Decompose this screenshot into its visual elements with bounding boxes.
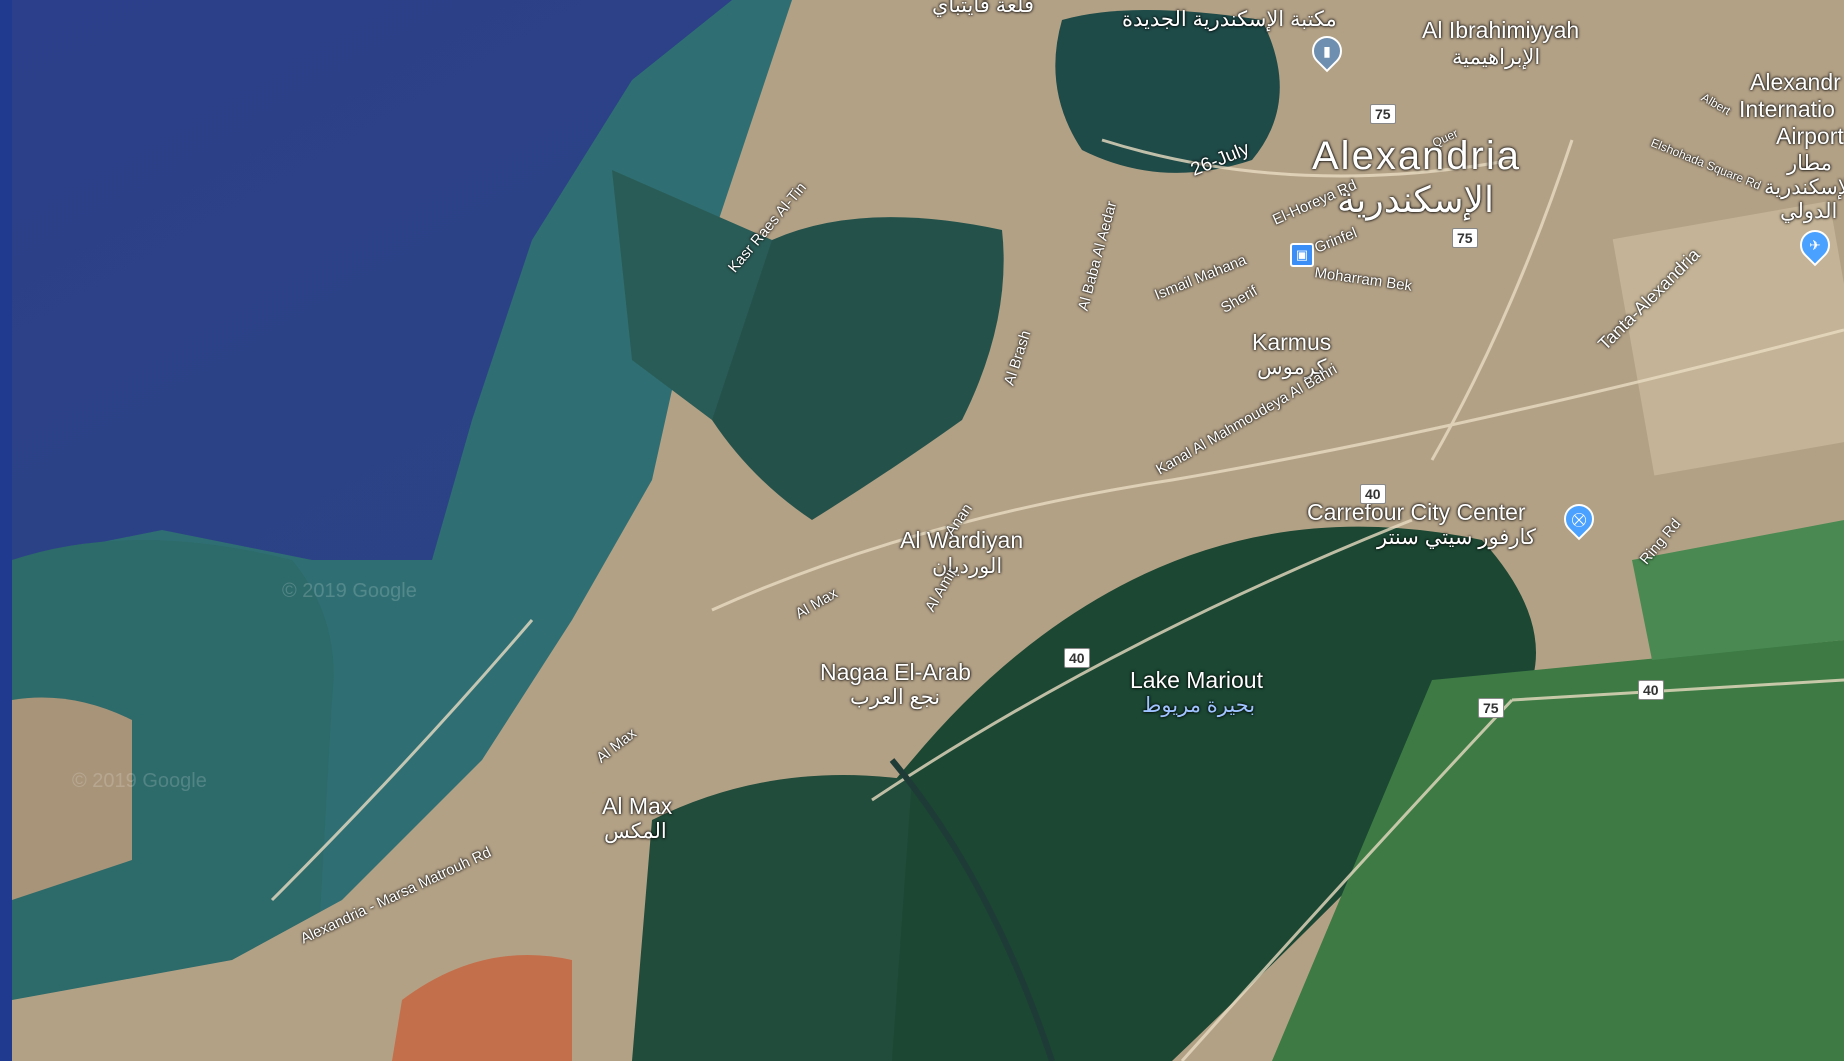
airport-label-ar-2: الإسكندرية (1764, 176, 1844, 199)
eastern-harbour (1055, 10, 1280, 173)
airport-label-ar-1: مطار (1787, 152, 1833, 175)
wardiyan-label-ar: الورديان (932, 555, 1003, 578)
carrefour-label[interactable]: Carrefour City Center (1307, 499, 1526, 525)
western-harbour (712, 217, 1004, 520)
airport-label-1[interactable]: Alexandr (1750, 69, 1841, 95)
satellite-map[interactable]: © 2019 Google © 2019 Google قلعة قايتباي… (12, 0, 1844, 1061)
carrefour-label-ar: كارفور سيتي سنتر (1377, 526, 1536, 549)
fields-east (1632, 520, 1844, 660)
wardiyan-label[interactable]: Al Wardiyan (900, 527, 1024, 553)
airport-label-3[interactable]: Airport (1776, 123, 1844, 149)
shopping-cart-icon: ⛒ (1571, 511, 1587, 527)
route-shield: 40 (1638, 680, 1664, 700)
route-shield: 75 (1370, 104, 1396, 124)
map-watermark: © 2019 Google (282, 580, 417, 602)
map-watermark: © 2019 Google (72, 770, 207, 792)
ibrahimiyyah-label[interactable]: Al Ibrahimiyyah (1422, 17, 1580, 43)
lake-south (632, 775, 912, 1061)
airplane-icon: ✈ (1809, 237, 1821, 253)
lake-mariout (702, 526, 1536, 1061)
harbour-channel (612, 170, 772, 420)
roads (270, 138, 1844, 1061)
route-shield: 75 (1452, 228, 1478, 248)
nagaa-label-ar: نجع العرب (850, 686, 941, 709)
alexandria-label-ar: الإسكندرية (1337, 179, 1495, 220)
nagaa-label[interactable]: Nagaa El-Arab (820, 659, 971, 685)
airport-area (1612, 200, 1844, 476)
airport-label-ar-3: الدولي (1780, 200, 1838, 223)
al-max-label-ar: المكس (604, 820, 667, 843)
library-label[interactable]: مكتبة الإسكندرية الجديدة (1122, 8, 1337, 31)
route-shield: 40 (1064, 648, 1090, 668)
map-imagery (12, 0, 1844, 1061)
qaitbay-label[interactable]: قلعة قايتباي (932, 0, 1035, 17)
karmus-label-ar: كرموس (1257, 356, 1327, 379)
train-station-icon[interactable]: ▣ (1290, 243, 1314, 267)
ibrahimiyyah-label-ar: الإبراهيمية (1452, 46, 1541, 69)
route-shield: 75 (1478, 698, 1504, 718)
salt-pans (392, 955, 572, 1061)
book-icon: ▮ (1323, 43, 1331, 59)
lake-mariout-label[interactable]: Lake Mariout (1130, 667, 1263, 693)
alexandria-label[interactable]: Alexandria (1312, 134, 1522, 178)
fields (1272, 640, 1844, 1061)
al-max-label[interactable]: Al Max (602, 793, 673, 819)
route-shield: 40 (1360, 484, 1386, 504)
karmus-label[interactable]: Karmus (1252, 329, 1332, 355)
airport-label-2[interactable]: Internatio (1739, 96, 1835, 122)
shallow-water-west (12, 540, 334, 1061)
canal (889, 758, 1055, 1061)
lake-mariout-label-ar: بحيرة مريوط (1142, 694, 1256, 717)
west-peninsula (12, 697, 132, 900)
